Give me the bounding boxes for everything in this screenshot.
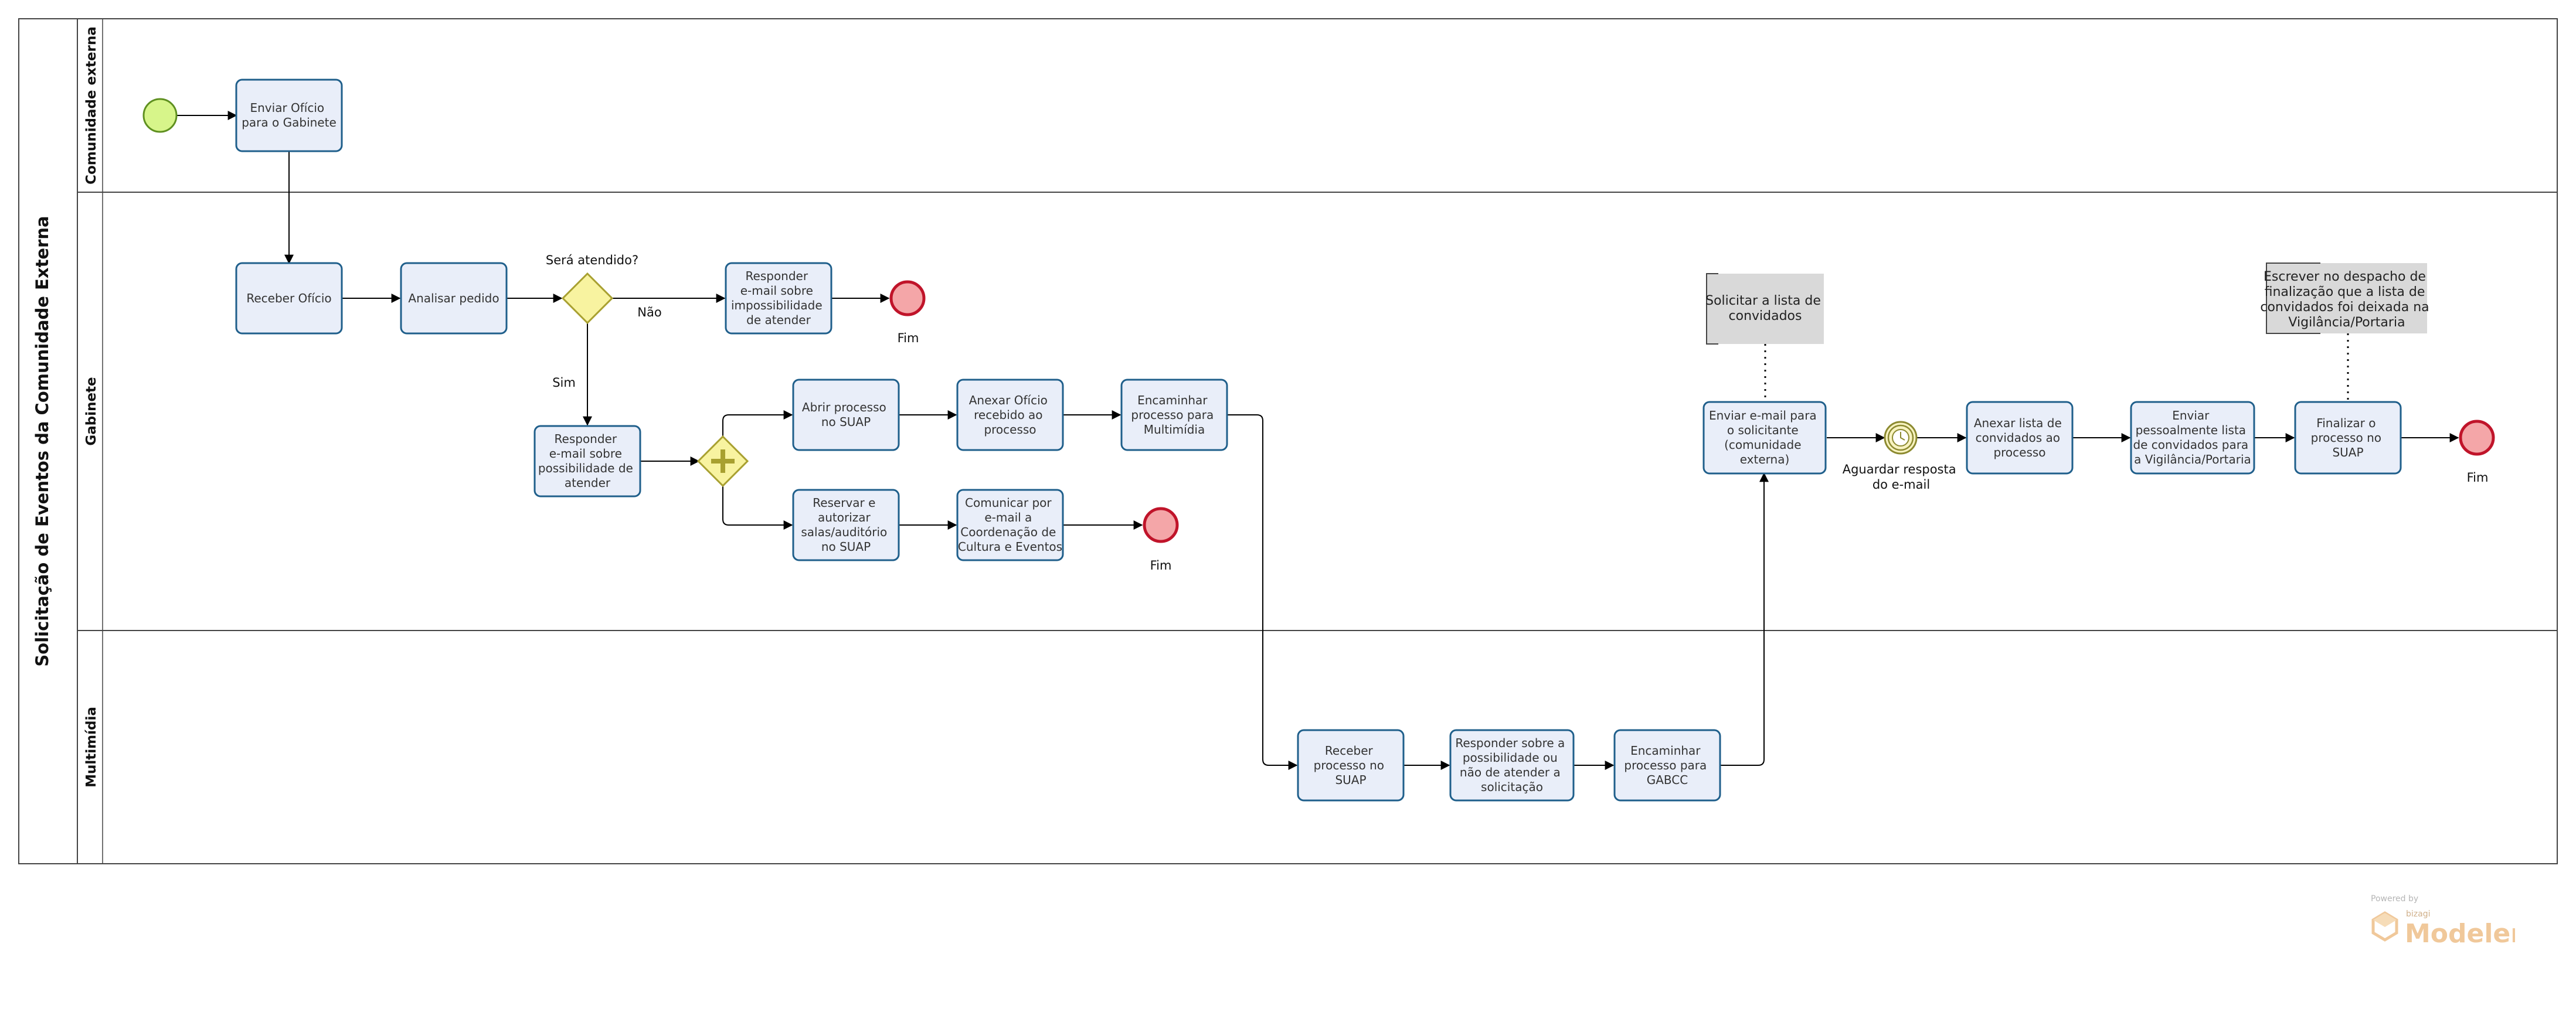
lane-title-comunidade: Comunidade externa (84, 26, 99, 185)
end-label: Fim (898, 331, 919, 345)
modeler-wordmark: Modeler (2405, 919, 2515, 949)
annotation-line: Escrever no despacho de (2264, 270, 2426, 284)
annotation-line: finalização que a lista de (2265, 285, 2425, 299)
task-abrir-processo[interactable]: Abrir processo no SUAP (792, 379, 900, 451)
task-comunicar-email[interactable]: Comunicar por e-mail a Coordenação de Cu… (956, 489, 1064, 561)
lane-title-gabinete: Gabinete (84, 377, 99, 445)
bizagi-wordmark: bizagi (2406, 909, 2430, 919)
svg-text:Responder e-mail sobre: Responder e-mail sobre impossibilidade d… (731, 269, 826, 327)
task-reservar-salas[interactable]: Reservar e autorizar salas/auditório no … (792, 489, 900, 561)
end-event-impossibilidade[interactable] (889, 280, 926, 316)
end-event-comunicar[interactable] (1143, 507, 1179, 543)
exclusive-gateway[interactable] (561, 272, 614, 325)
svg-text:Encaminhar processo para: Encaminhar processo para Multimídia (1131, 393, 1217, 437)
parallel-gateway[interactable] (696, 435, 749, 488)
svg-text:Escrever no despacho de: Escrever no despacho de finalização que … (2260, 270, 2433, 330)
annotation-line: convidados (1729, 309, 1802, 323)
flow (1720, 472, 1769, 766)
svg-text:Comunicar por e-mail a: Comunicar por e-mail a Coordenação de Cu… (958, 496, 1062, 554)
task-encaminhar-multimidia[interactable]: Encaminhar processo para Multimídia (1120, 379, 1228, 451)
bizagi-branding: Powered by bizagi Modeler (2371, 894, 2515, 949)
task-enviar-email-solicitante[interactable]: Enviar e-mail para o solicitante (comuni… (1702, 401, 1827, 475)
end-label: Fim (2467, 471, 2489, 485)
task-receber-oficio[interactable]: Receber Ofício (235, 262, 343, 335)
svg-text:Enviar e-mail para o sol: Enviar e-mail para o solicitante (comuni… (1709, 408, 1820, 466)
pool-title: Solicitação de Eventos da Comunidade Ext… (32, 216, 52, 666)
annotation-solicitar-lista: Solicitar a lista de convidados (1705, 273, 1825, 345)
svg-text:Receber processo no: Receber processo no SUAP (1314, 744, 1388, 787)
svg-text:Responder e-mail sobre: Responder e-mail sobre possibilidade de … (538, 432, 637, 490)
gateway-no-label: Não (637, 305, 661, 319)
task-responder-impossibilidade[interactable]: Responder e-mail sobre impossibilidade d… (725, 262, 832, 335)
task-anexar-lista[interactable]: Anexar lista de convidados ao processo (1966, 401, 2074, 475)
annotation-line: Solicitar a lista de (1705, 294, 1821, 308)
svg-text:Abrir processo no SUAP: Abrir processo no SUAP (802, 400, 890, 429)
task-encaminhar-gabcc[interactable]: Encaminhar processo para GABCC (1613, 729, 1721, 802)
bizagi-logo-icon (2371, 911, 2398, 942)
task-analisar-pedido[interactable]: Analisar pedido (400, 262, 508, 335)
svg-text:Solicitar a lista de con: Solicitar a lista de convidados (1705, 294, 1825, 323)
end-label: Fim (1150, 558, 1172, 572)
task-anexar-oficio[interactable]: Anexar Ofício recebido ao processo (956, 379, 1064, 451)
svg-text:Anexar lista de convidad: Anexar lista de convidados ao processo (1974, 416, 2065, 459)
gateway-question: Será atendido? (546, 253, 638, 267)
svg-text:Enviar Ofício para o Gab: Enviar Ofício para o Gabinete (242, 101, 337, 130)
annotation-line: convidados foi deixada na (2260, 300, 2429, 315)
svg-text:Finalizar o processo no: Finalizar o processo no SUAP (2311, 416, 2385, 459)
flow (722, 473, 793, 530)
flow (722, 410, 793, 449)
svg-text:Reservar e autorizar: Reservar e autorizar salas/auditório no … (801, 496, 891, 554)
gateway-yes-label: Sim (552, 376, 576, 390)
svg-text:Enviar pessoalmente list: Enviar pessoalmente lista de convidados … (2133, 408, 2252, 466)
svg-text:Receber Ofício: Receber Ofício (246, 291, 331, 305)
task-enviar-lista-vigilancia[interactable]: Enviar pessoalmente lista de convidados … (2130, 401, 2255, 475)
annotation-line: Vigilância/Portaria (2288, 315, 2405, 330)
lane-title-multimidia: Multimídia (84, 707, 99, 788)
sequence-flows (177, 111, 2459, 770)
task-responder-possibilidade[interactable]: Responder e-mail sobre possibilidade de … (533, 425, 641, 497)
start-event[interactable] (142, 98, 178, 133)
svg-text:Responder sobre a possib: Responder sobre a possibilidade ou não d… (1455, 736, 1568, 794)
flow (1227, 414, 1298, 770)
end-event-final[interactable] (2459, 420, 2495, 456)
task-enviar-oficio[interactable]: Enviar Ofício para o Gabinete (235, 79, 343, 152)
task-responder-sobre[interactable]: Responder sobre a possibilidade ou não d… (1449, 729, 1575, 802)
timer-event[interactable] (1884, 421, 1918, 455)
task-receber-processo[interactable]: Receber processo no SUAP (1297, 729, 1405, 802)
svg-text:Anexar Ofício recebido a: Anexar Ofício recebido ao processo (969, 393, 1051, 437)
powered-by-text: Powered by (2371, 894, 2418, 904)
svg-text:Encaminhar processo para: Encaminhar processo para GABCC (1624, 744, 1710, 787)
lane-comunidade-externa: Comunidade externa (77, 18, 2558, 193)
timer-label: Aguardar resposta do e-mail (1843, 462, 1960, 492)
svg-text:Analisar pedido: Analisar pedido (408, 291, 499, 305)
task-finalizar-processo[interactable]: Finalizar o processo no SUAP (2294, 401, 2402, 475)
annotation-escrever-despacho: Escrever no despacho de finalização que … (2260, 263, 2433, 334)
